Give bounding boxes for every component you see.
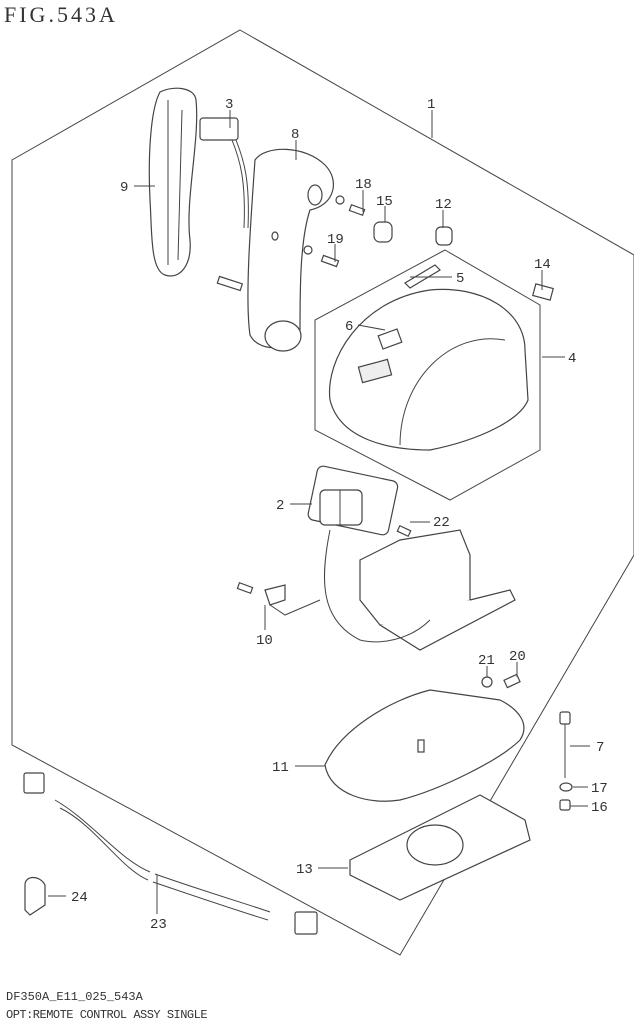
callout-18: 18 — [355, 177, 372, 193]
part-9-grip-cover[interactable] — [148, 87, 198, 277]
callout-2: 2 — [276, 498, 284, 514]
part-2-trim-switch[interactable] — [307, 465, 399, 536]
part-20-screw[interactable] — [503, 673, 521, 689]
callout-19: 19 — [327, 232, 344, 248]
callout-20: 20 — [509, 649, 526, 665]
part-17-washer[interactable] — [559, 782, 573, 792]
part-housing-button — [357, 358, 393, 384]
callout-1: 1 — [427, 97, 435, 113]
figure-code: DF350A_E11_025_543A — [6, 990, 143, 1004]
part-11-base-cover[interactable] — [324, 689, 525, 802]
callout-6: 6 — [345, 319, 353, 335]
part-6-emblem[interactable] — [377, 328, 403, 350]
part-13-gasket[interactable] — [349, 794, 531, 901]
callout-14: 14 — [534, 257, 551, 273]
callout-4: 4 — [568, 351, 576, 367]
part-12-cap[interactable] — [435, 226, 453, 246]
part-4-housing[interactable] — [328, 288, 529, 451]
part-23-harness[interactable] — [23, 772, 318, 935]
part-22-screw[interactable] — [396, 524, 412, 538]
callout-23: 23 — [150, 917, 167, 933]
callout-7: 7 — [596, 740, 604, 756]
callout-5: 5 — [456, 271, 464, 287]
callout-12: 12 — [435, 197, 452, 213]
figure-name: OPT:REMOTE CONTROL ASSY SINGLE — [6, 1008, 208, 1022]
leader-lines — [48, 110, 590, 914]
part-3-connector[interactable] — [199, 117, 249, 229]
part-8-handle[interactable] — [247, 148, 334, 352]
part-10-bracket[interactable] — [236, 582, 286, 606]
callout-8: 8 — [291, 127, 299, 143]
callout-10: 10 — [256, 633, 273, 649]
callout-9: 9 — [120, 180, 128, 196]
part-hardware-handle[interactable] — [216, 195, 366, 292]
part-24-clip[interactable] — [24, 876, 46, 916]
callout-11: 11 — [272, 760, 289, 776]
callout-17: 17 — [591, 781, 608, 797]
part-16-nut[interactable] — [559, 799, 571, 811]
part-4-housing-group — [314, 249, 541, 501]
part-15-cap[interactable] — [373, 221, 393, 243]
part-21-nut[interactable] — [481, 676, 493, 688]
part-14-clip[interactable] — [532, 283, 554, 301]
callout-3: 3 — [225, 97, 233, 113]
callout-24: 24 — [71, 890, 88, 906]
part-7-bolt[interactable] — [559, 711, 571, 778]
callout-13: 13 — [296, 862, 313, 878]
callout-21: 21 — [478, 653, 495, 669]
part-control-mechanism — [323, 529, 516, 651]
assembly-boundary — [11, 29, 634, 956]
callout-22: 22 — [433, 515, 450, 531]
callout-15: 15 — [376, 194, 393, 210]
callout-16: 16 — [591, 800, 608, 816]
figure-title: FIG.543A — [4, 2, 118, 27]
